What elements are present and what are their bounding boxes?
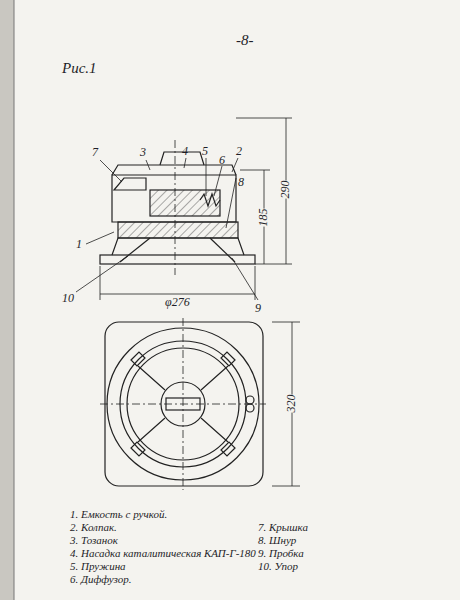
callout-number: 3: [140, 146, 146, 159]
part-name: 3. Тозанок: [70, 534, 118, 546]
figure-title: Рис.1: [62, 60, 97, 77]
callout-number: 8: [238, 176, 244, 189]
callout-number: 7: [92, 146, 98, 159]
dimension: φ276: [165, 296, 190, 309]
part-name: 7. Крышка: [258, 521, 308, 533]
dimension: 320: [285, 395, 298, 413]
page-number: -8-: [236, 32, 254, 49]
callout-number: 9: [255, 302, 261, 315]
callout-number: 1: [76, 238, 82, 251]
callout-number: 6: [219, 154, 225, 167]
part-name: 4. Насадка каталитическая КАП-Г-180: [70, 547, 256, 559]
callout-number: 2: [236, 145, 242, 158]
part-name: 1. Емкость с ручкой.: [70, 508, 167, 520]
dimension: 185: [257, 209, 270, 227]
callout-number: 10: [62, 292, 74, 305]
part-name: 9. Пробка: [258, 547, 304, 559]
callout-number: 5: [202, 145, 208, 158]
dimension: 290: [279, 181, 292, 199]
callout-number: 4: [182, 145, 188, 158]
part-name: 5. Пружина: [70, 560, 126, 572]
part-name: 8. Шнур: [258, 534, 296, 546]
part-name: 2. Колпак.: [70, 521, 117, 533]
part-name: 10. Упор: [258, 560, 298, 572]
part-name: 6. Диффузор.: [70, 573, 131, 585]
